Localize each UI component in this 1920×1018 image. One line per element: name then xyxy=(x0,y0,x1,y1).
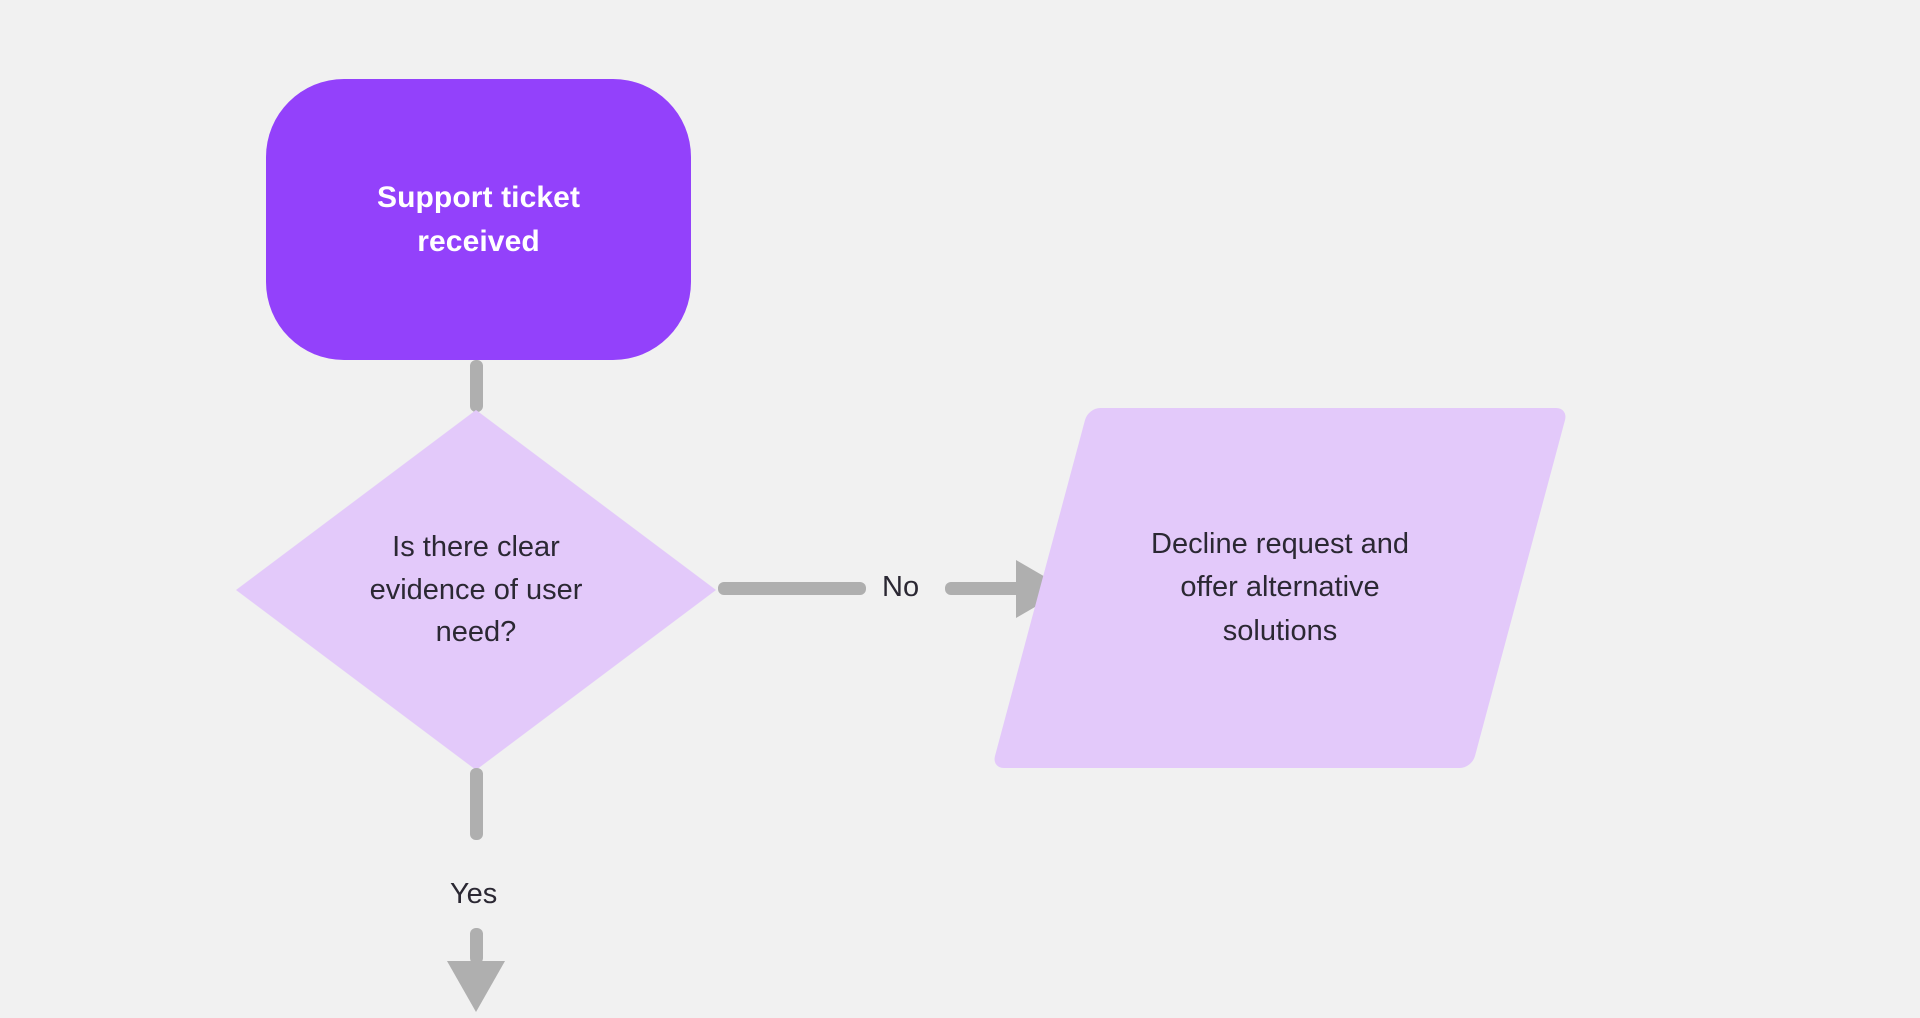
edge-label-yes: Yes xyxy=(450,878,498,910)
connector-no-segment-right xyxy=(945,582,1036,595)
node-decline-request[interactable]: Decline request and offer alternative so… xyxy=(991,408,1569,768)
connector-start-to-decision xyxy=(470,360,483,412)
connector-yes-segment-top xyxy=(470,768,483,840)
edge-label-no: No xyxy=(882,571,920,603)
node-label-start: Support ticket received xyxy=(376,180,581,258)
node-decision-clear-evidence[interactable]: Is there clear evidence of user need? xyxy=(236,410,716,770)
arrowhead-down-icon xyxy=(447,961,505,1012)
node-support-ticket-received[interactable]: Support ticket received xyxy=(266,79,691,360)
connector-no-segment-left xyxy=(718,582,866,595)
node-label-decision: Is there clear evidence of user need? xyxy=(369,530,583,649)
connector-yes-segment-bottom xyxy=(470,928,483,964)
node-label-decline: Decline request and offer alternative so… xyxy=(1151,527,1409,647)
